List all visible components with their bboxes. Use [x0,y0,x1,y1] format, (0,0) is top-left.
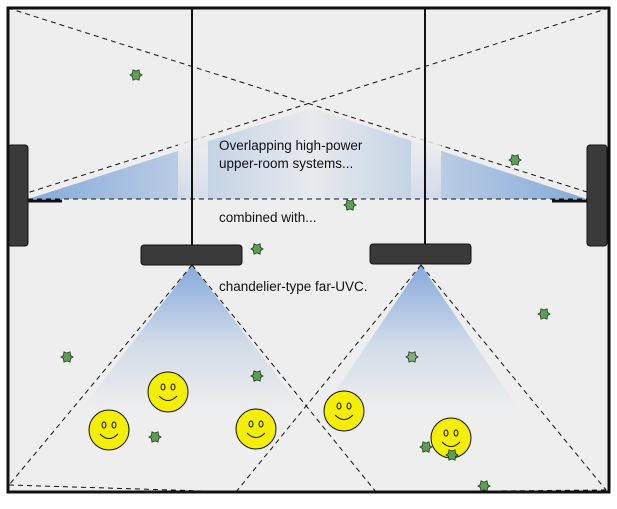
germ-icon [537,308,551,320]
smiley-face-icon [323,390,365,432]
germ-icon [508,154,522,166]
germ-icon [445,449,459,461]
room-outline [6,6,611,494]
germ-icon [250,370,264,382]
chandelier-caption: chandelier-type far-UVC. [219,279,368,294]
germ-icon [60,351,74,363]
upper-room-caption-line-1: Overlapping high-power [219,138,363,153]
upper-room-beam-right [312,108,587,199]
chandelier-lamp-left [140,244,243,266]
chandelier-cone-left [80,265,304,411]
smiley-face-icon [88,409,130,451]
germ-icon [343,199,357,211]
germ-icon [419,441,433,453]
upper-room-lamp-left [7,144,29,247]
smiley-face-icon [147,371,189,413]
room-diagonal-guides [7,7,610,200]
upper-room-beam-left [28,108,312,199]
germ-icon [129,69,143,81]
upper-room-caption-line-2: upper-room systems... [219,156,354,171]
germ-icon [250,243,264,255]
smiley-face-icon [235,408,277,450]
chandelier-lamp-right [369,243,472,265]
chandelier-cone-right [322,265,520,411]
germ-icon [148,431,162,443]
germ-icon [405,351,419,363]
combined-caption: combined with... [219,210,317,225]
upper-room-lamp-right [586,144,608,247]
upper-room-caption: Overlapping high-power upper-room system… [219,137,362,173]
